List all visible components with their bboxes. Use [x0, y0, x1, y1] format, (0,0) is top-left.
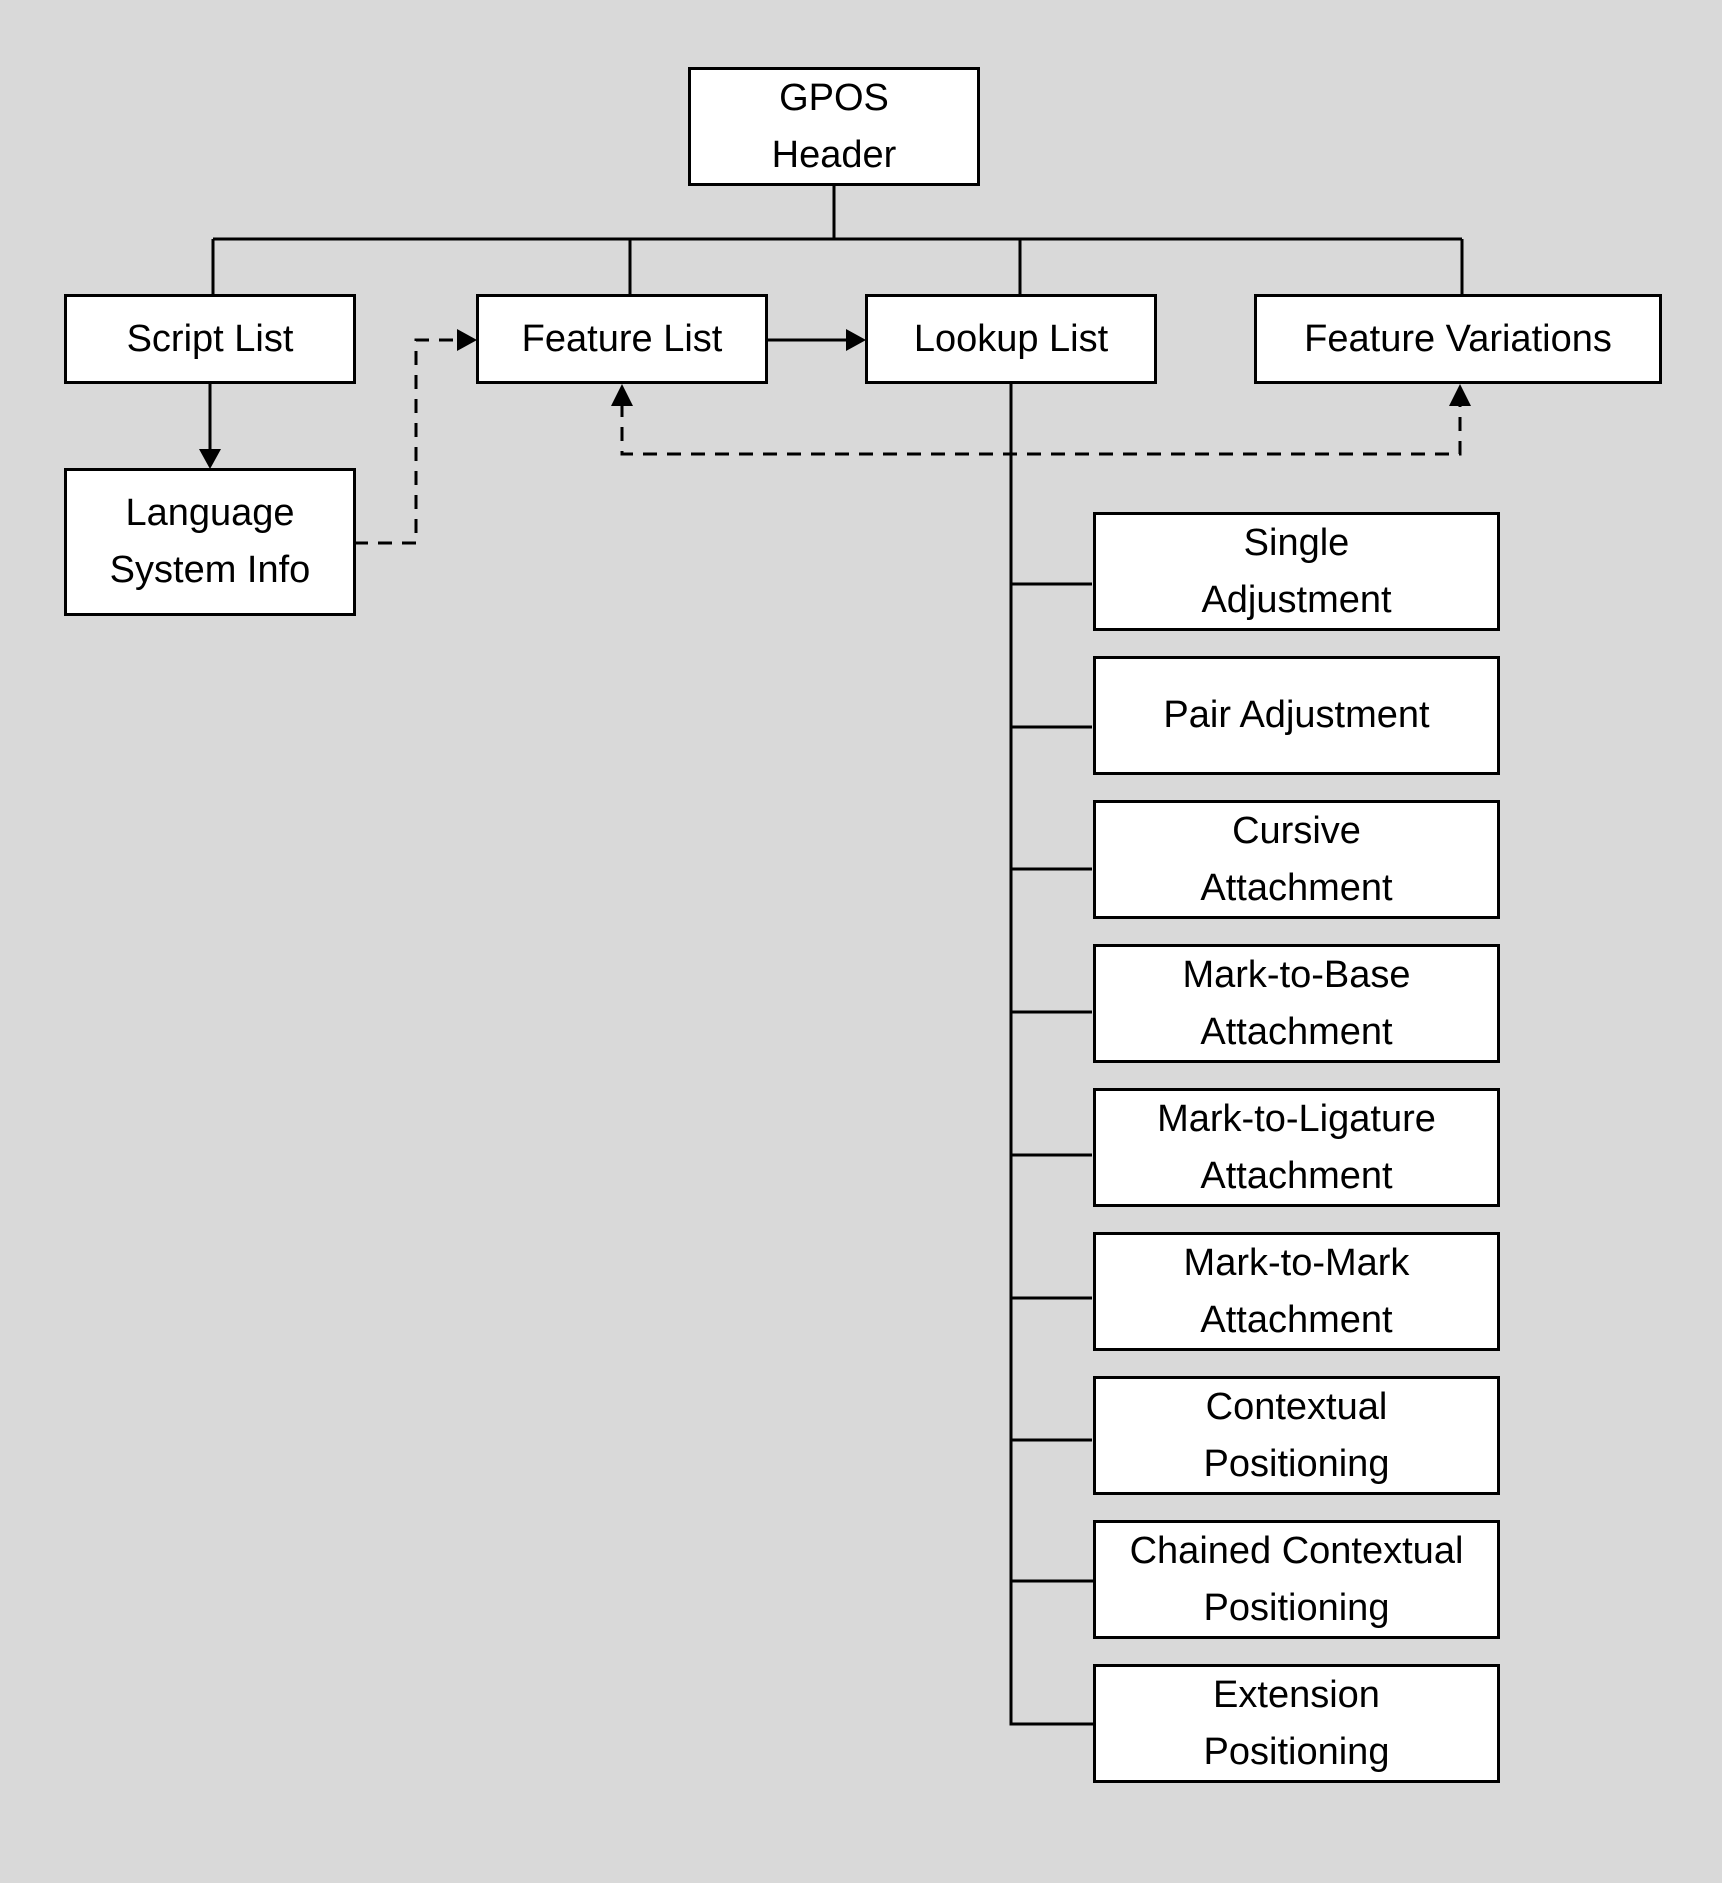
- contextual-positioning-box: Contextual Positioning: [1093, 1376, 1500, 1495]
- cursive-attachment-line-2: Attachment: [1200, 866, 1393, 909]
- lookup-list-box: Lookup List: [865, 294, 1157, 384]
- mark-to-base-line-2: Attachment: [1200, 1010, 1393, 1053]
- pair-adjustment-label: Pair Adjustment: [1163, 694, 1430, 736]
- script-list-label: Script List: [126, 317, 294, 360]
- arrow-language-to-feature-line: [354, 338, 458, 545]
- arrow-to-feature-variations-head: [1449, 384, 1471, 406]
- mark-to-mark-line-2: Attachment: [1200, 1298, 1393, 1341]
- single-adjustment-line-2: Adjustment: [1201, 578, 1392, 621]
- cursive-attachment-box: Cursive Attachment: [1093, 800, 1500, 919]
- mark-to-mark-attachment-box: Mark-to-Mark Attachment: [1093, 1232, 1500, 1351]
- contextual-positioning-line-2: Positioning: [1203, 1442, 1390, 1485]
- feature-variations-box: Feature Variations: [1254, 294, 1662, 384]
- mark-to-mark-line-1: Mark-to-Mark: [1183, 1241, 1410, 1284]
- extension-positioning-line-2: Positioning: [1203, 1730, 1390, 1773]
- contextual-positioning-line-1: Contextual: [1205, 1385, 1388, 1428]
- mark-to-base-attachment-box: Mark-to-Base Attachment: [1093, 944, 1500, 1063]
- arrow-feature-to-lookup-head: [846, 329, 866, 351]
- gpos-header-box: GPOS Header: [688, 67, 980, 186]
- extension-positioning-line-1: Extension: [1213, 1673, 1380, 1716]
- chained-contextual-positioning-box: Chained Contextual Positioning: [1093, 1520, 1500, 1639]
- mark-to-base-line-1: Mark-to-Base: [1182, 953, 1411, 996]
- arrow-variations-feature-line: [620, 403, 1462, 456]
- lookup-trunk-line: [1009, 383, 1095, 1726]
- feature-list-box: Feature List: [476, 294, 768, 384]
- feature-variations-label: Feature Variations: [1304, 317, 1612, 360]
- language-system-info-line-2: System Info: [109, 549, 311, 591]
- single-adjustment-box: Single Adjustment: [1093, 512, 1500, 631]
- gpos-header-line-2: Header: [771, 133, 897, 176]
- arrow-language-to-feature-head: [457, 329, 477, 351]
- pair-adjustment-box: Pair Adjustment: [1093, 656, 1500, 775]
- mark-to-ligature-line-2: Attachment: [1200, 1154, 1393, 1197]
- single-adjustment-line-1: Single: [1243, 521, 1350, 564]
- language-system-info-line-1: Language: [125, 492, 295, 534]
- chained-contextual-line-2: Positioning: [1203, 1586, 1390, 1629]
- arrow-script-to-language-head: [199, 449, 221, 469]
- language-system-info-box: Language System Info: [64, 468, 356, 616]
- cursive-attachment-line-1: Cursive: [1232, 809, 1361, 852]
- gpos-header-line-1: GPOS: [779, 76, 889, 119]
- mark-to-ligature-line-1: Mark-to-Ligature: [1157, 1097, 1436, 1140]
- chained-contextual-line-1: Chained Contextual: [1129, 1529, 1464, 1572]
- arrow-to-feature-list-head: [611, 384, 633, 406]
- mark-to-ligature-attachment-box: Mark-to-Ligature Attachment: [1093, 1088, 1500, 1207]
- feature-list-label: Feature List: [521, 317, 723, 360]
- extension-positioning-box: Extension Positioning: [1093, 1664, 1500, 1783]
- lookup-list-label: Lookup List: [913, 317, 1109, 360]
- script-list-box: Script List: [64, 294, 356, 384]
